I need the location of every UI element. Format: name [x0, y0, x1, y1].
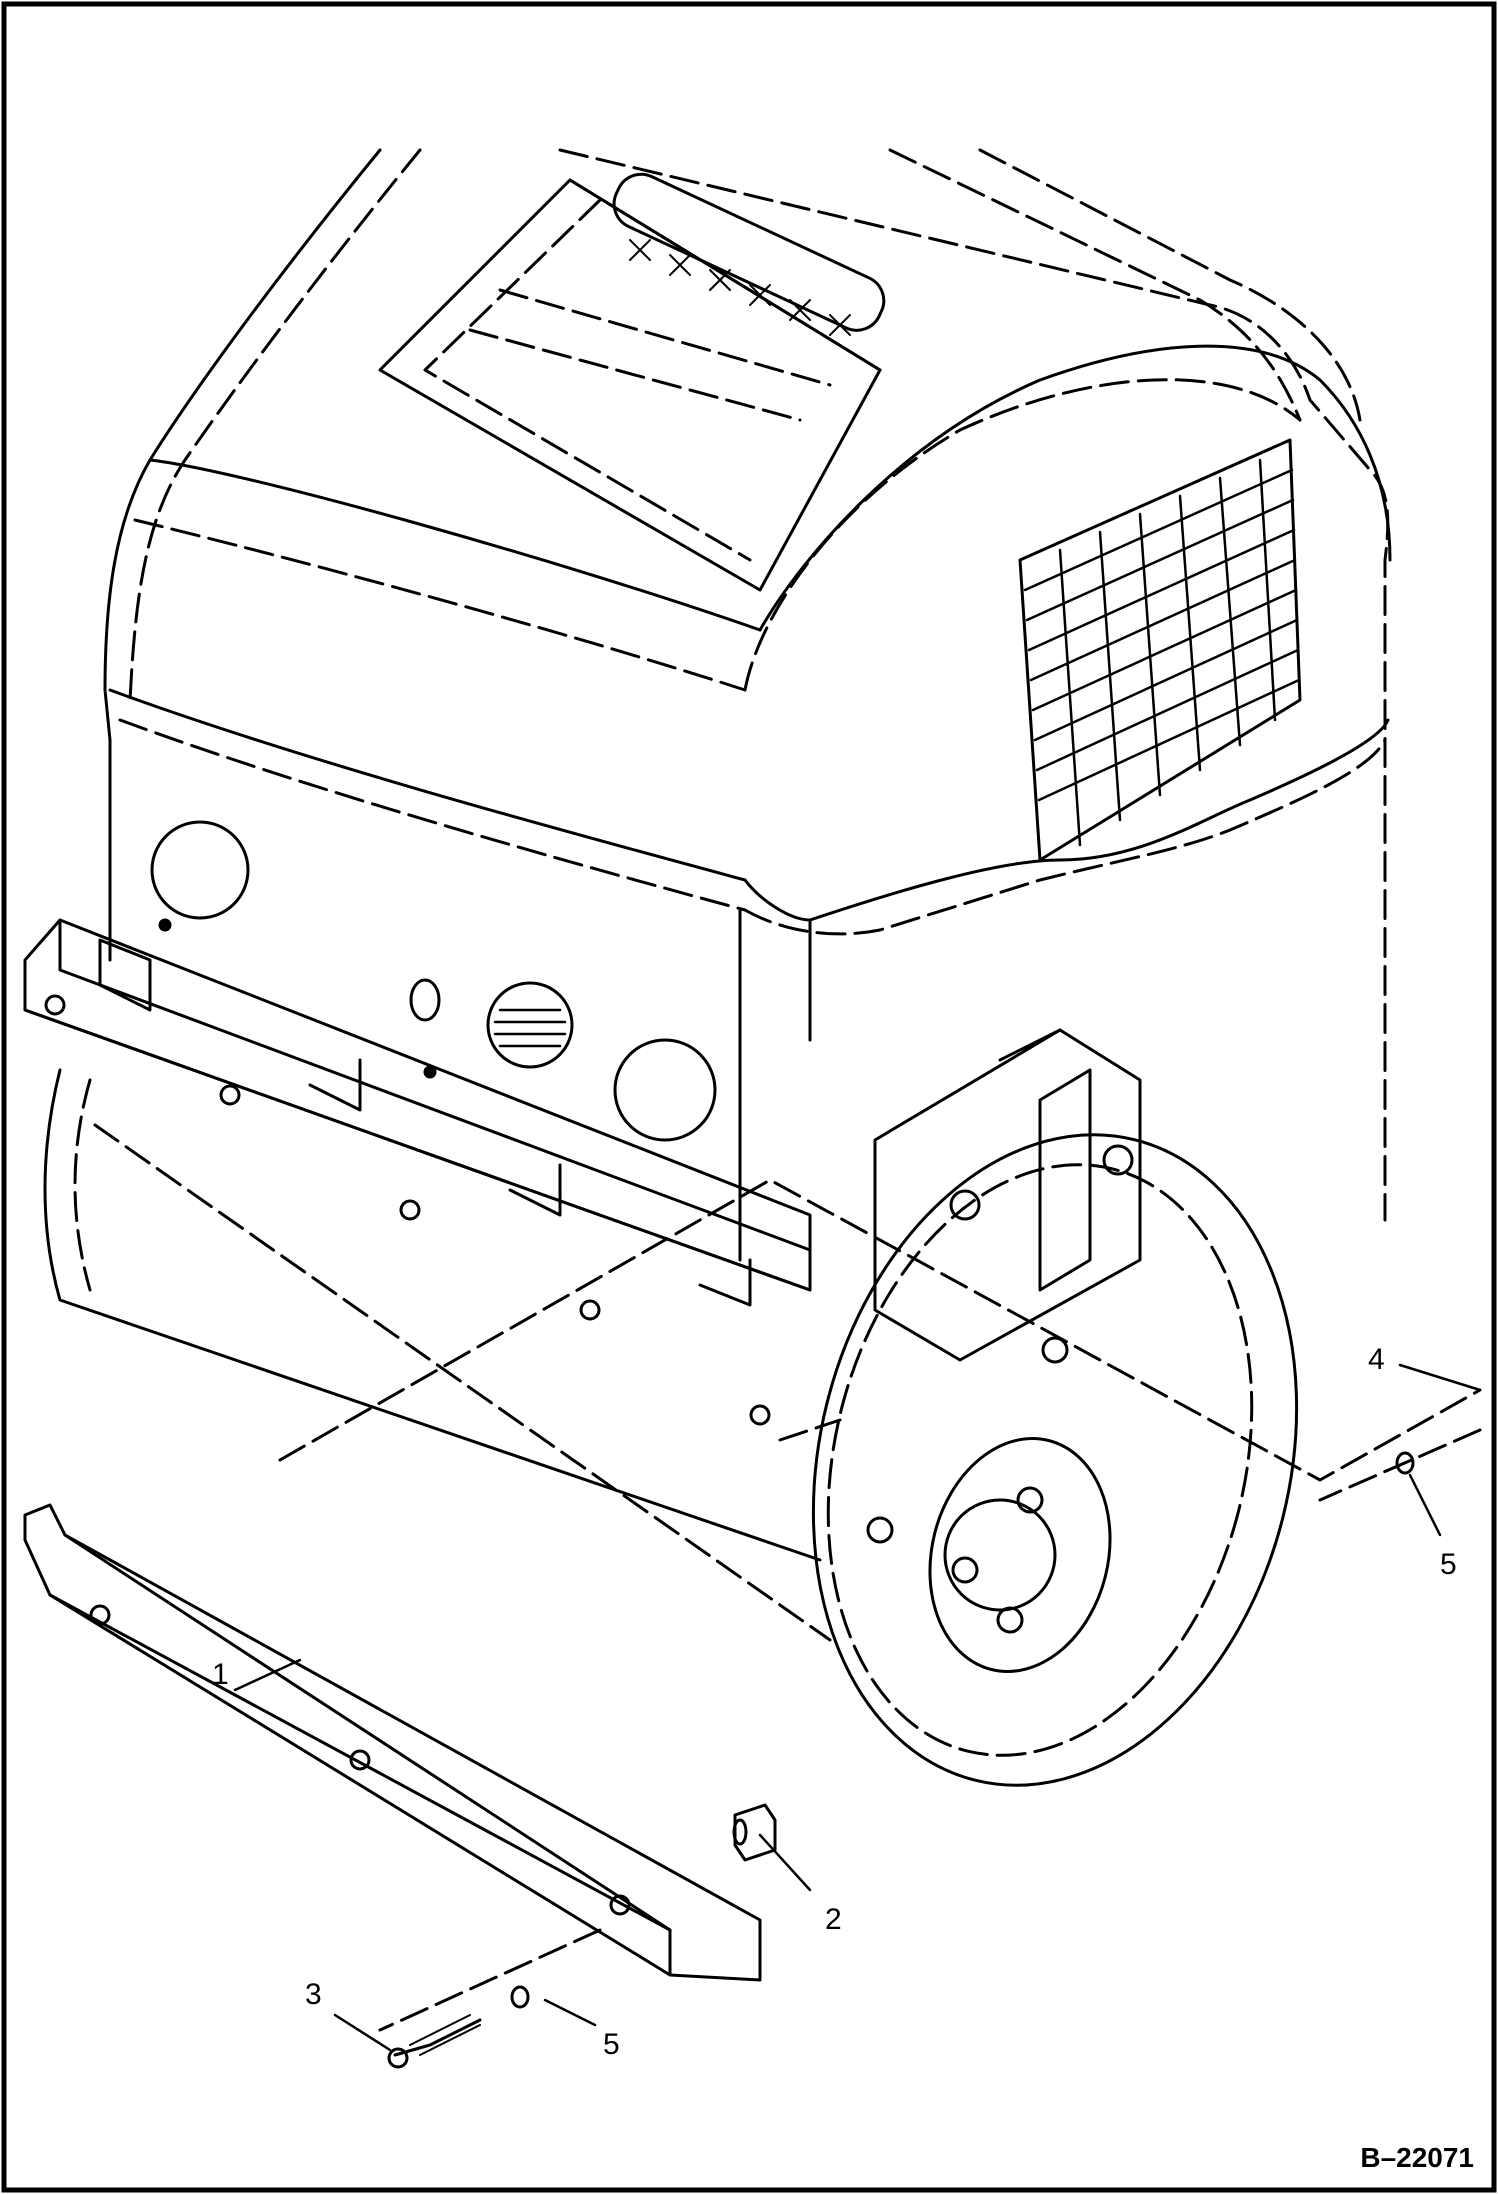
callout-1: 1: [212, 1658, 229, 1691]
scraper-bar-loose: [23, 1503, 762, 1982]
figure-reference: B–22071: [1360, 2142, 1474, 2173]
callout-5-lower: 5: [603, 2028, 620, 2061]
side-grille: [1018, 438, 1302, 862]
hood: [103, 148, 1392, 1222]
bolt-item-3: [387, 2014, 482, 2069]
drive-motor: [866, 1028, 1142, 1673]
scraper-bar-mounted: [23, 918, 812, 1426]
callout-leaders: [233, 1363, 1482, 2052]
nut-item-5: [510, 1451, 1415, 2009]
spacer-item-2: [732, 1803, 777, 1862]
top-vent: [378, 172, 886, 592]
callout-3: 3: [305, 1978, 322, 2011]
drum: [43, 1068, 1299, 1787]
callout-4: 4: [1368, 1343, 1385, 1376]
callout-2: 2: [825, 1903, 842, 1936]
leader-lines: [93, 1123, 1482, 2032]
front-panel: [108, 738, 742, 1262]
callout-5-upper: 5: [1440, 1548, 1457, 1581]
